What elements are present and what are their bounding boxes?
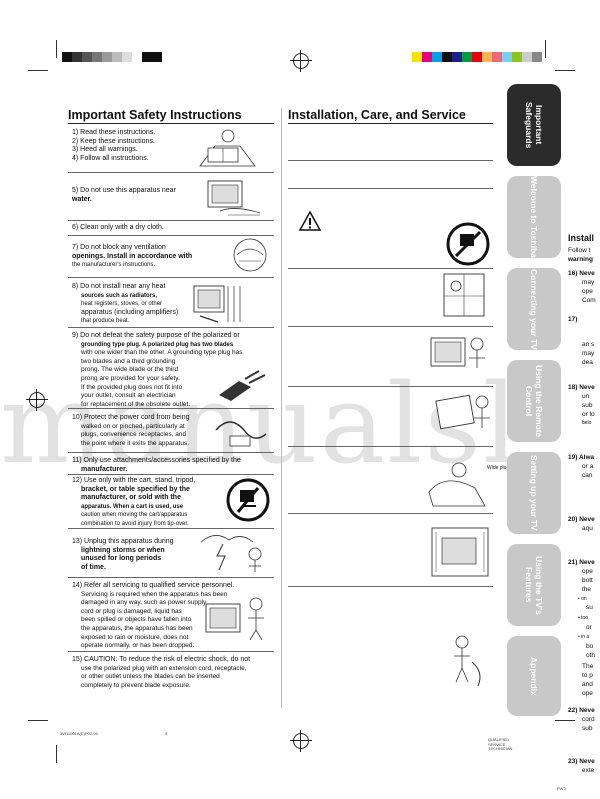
tv-on-cart-illustration <box>430 337 485 368</box>
tab-setting-up-your-tv[interactable]: Setting up your TV <box>507 452 561 534</box>
crop-mark <box>545 40 546 58</box>
page-title: Important Safety Instructions <box>68 108 242 122</box>
crop-mark <box>28 720 48 721</box>
lightning-storm-illustration <box>200 535 262 572</box>
sofa-tv-illustration <box>428 462 486 507</box>
cart-tip-over-warning-icon <box>226 478 270 522</box>
instruction-15: 15) CAUTION: To reduce the risk of elect… <box>72 656 251 689</box>
instruction-9: 9) Do not defeat the safety purpose of t… <box>72 332 243 408</box>
color-swatch <box>132 52 142 62</box>
crop-mark <box>555 70 575 71</box>
tab-welcome-to-toshiba[interactable]: Welcome to Toshiba <box>507 176 561 258</box>
tab-using-tvs-features[interactable]: Using the TV's Features <box>507 544 561 626</box>
vacuum-cleaner-illustration <box>454 635 481 687</box>
instruction-5: 5) Do not use this apparatus near water. <box>72 187 176 203</box>
registration-mark-top <box>290 50 312 72</box>
right-page-title: Install <box>568 233 595 243</box>
tab-connecting-your-tv[interactable]: Connecting your TV <box>507 268 561 350</box>
water-illustration <box>207 180 261 216</box>
registration-mark-left <box>26 389 48 411</box>
balcony-window-illustration <box>443 273 485 317</box>
instruction-8: 8) Do not install near any heat sources … <box>72 283 179 325</box>
color-swatch <box>432 52 442 62</box>
color-swatch <box>462 52 472 62</box>
color-swatch <box>522 52 532 62</box>
color-swatch <box>422 52 432 62</box>
ventilation-illustration <box>233 238 267 272</box>
tv-tipping-illustration <box>435 394 490 430</box>
polarized-plug-illustration <box>219 370 266 401</box>
color-swatch <box>472 52 482 62</box>
tab-important-safeguards[interactable]: Important Safeguards <box>507 84 561 166</box>
color-swatch <box>532 52 542 62</box>
registration-mark-bottom <box>290 730 312 752</box>
color-swatch <box>122 52 132 62</box>
tv-enclosure-illustration <box>431 527 489 577</box>
color-swatch <box>482 52 492 62</box>
crop-mark <box>56 40 57 58</box>
tab-appendix[interactable]: Appendix <box>507 636 561 716</box>
footer-code: 3W11001A(E)P02-05 <box>60 731 98 736</box>
color-swatch <box>92 52 102 62</box>
instruction-11: 11) Only use attachments/accessories spe… <box>72 457 241 473</box>
title-rule <box>68 123 274 124</box>
color-swatch <box>512 52 522 62</box>
instruction-12: 12) Use only with the cart, stand, tripo… <box>72 477 196 527</box>
tab-using-remote-control[interactable]: Using the Remote Control <box>507 360 561 442</box>
crop-mark <box>28 70 48 71</box>
color-swatch <box>102 52 112 62</box>
color-swatch <box>492 52 502 62</box>
instructions-1-4: 1) Read these instructions. 2) Keep thes… <box>72 129 156 162</box>
color-swatch <box>72 52 82 62</box>
right-page-code: PW3 <box>557 786 566 791</box>
color-swatch <box>502 52 512 62</box>
color-calibration-bar-right <box>412 52 542 62</box>
heat-source-illustration <box>193 285 241 323</box>
section-title: Installation, Care, and Service <box>288 108 466 122</box>
color-swatch <box>112 52 122 62</box>
instruction-7: 7) Do not block any ventilation openings… <box>72 244 193 269</box>
color-swatch <box>412 52 422 62</box>
crop-mark <box>555 720 575 721</box>
color-swatch <box>452 52 462 62</box>
color-swatch <box>442 52 452 62</box>
crop-mark <box>56 745 57 763</box>
wide-plug-label: Wide plug <box>487 465 510 471</box>
color-swatch <box>62 52 72 62</box>
instruction-6: 6) Clean only with a dry cloth. <box>72 224 164 231</box>
qualified-technician-caption: QUALIFIED SERVICE TECHNICIAN <box>488 737 513 751</box>
color-swatch <box>142 52 152 62</box>
page-number: 3 <box>165 731 168 736</box>
watermark-text: manualsl <box>0 360 520 488</box>
instruction-13: 13) Unplug this apparatus during lightni… <box>72 538 174 571</box>
column-divider <box>281 108 282 708</box>
color-calibration-bar-left <box>62 52 162 62</box>
warning-triangle-icon <box>298 210 322 231</box>
color-swatch <box>82 52 92 62</box>
instruction-10: 10) Protect the power cord from being wa… <box>72 414 190 447</box>
service-technician-illustration <box>205 597 264 641</box>
reading-person-illustration <box>199 129 256 167</box>
color-swatch <box>152 52 162 62</box>
power-cord-illustration <box>215 421 267 447</box>
cart-tip-over-warning-icon <box>446 222 490 266</box>
instruction-14: 14) Refer all servicing to qualified ser… <box>72 582 235 650</box>
